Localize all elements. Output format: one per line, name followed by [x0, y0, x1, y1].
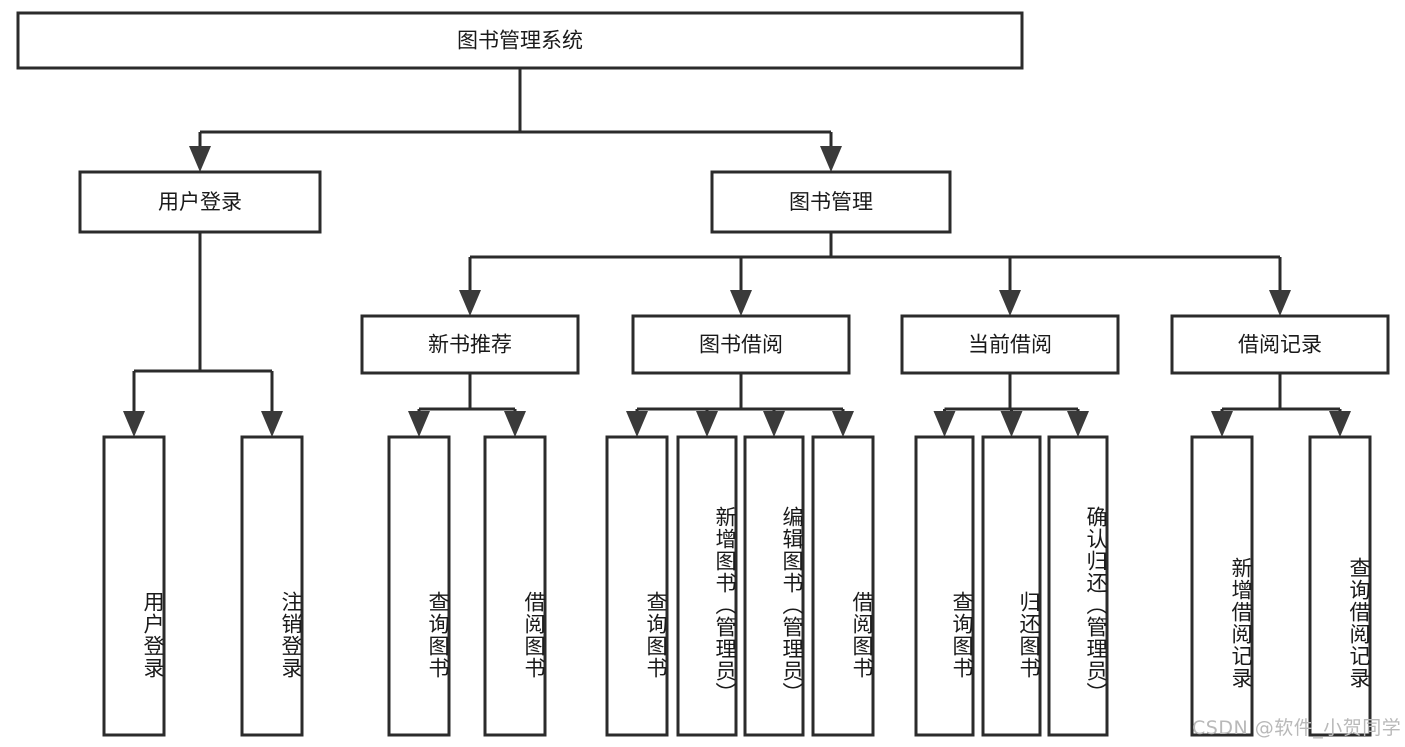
node-box-leaf-user-login[interactable] — [102, 435, 166, 737]
arrow-head-icon — [1000, 411, 1023, 437]
arrow-head-icon — [730, 290, 752, 316]
arrow-head-icon — [1269, 290, 1291, 316]
arrow-head-icon — [123, 411, 145, 437]
node-box-book-borrow[interactable] — [631, 314, 851, 375]
arrow-head-icon — [1329, 411, 1351, 437]
arrow-head-icon — [999, 290, 1021, 316]
node-label-new-book-recommend: 新书推荐 — [428, 333, 512, 357]
boxes-layer — [16, 11, 1390, 737]
node-box-user-login[interactable] — [78, 170, 322, 234]
arrow-head-icon — [626, 411, 648, 437]
node-label-book-manage: 图书管理 — [789, 190, 873, 214]
arrow-head-icon — [504, 411, 526, 437]
node-box-leaf-query-book-1[interactable] — [387, 435, 451, 737]
node-box-leaf-user-logout[interactable] — [240, 435, 304, 737]
node-box-leaf-add-book[interactable] — [676, 435, 738, 737]
arrow-head-icon — [1211, 411, 1233, 437]
node-box-book-manage[interactable] — [710, 170, 952, 234]
node-label-user-login: 用户登录 — [158, 190, 242, 214]
node-box-leaf-confirm-return[interactable] — [1047, 435, 1109, 737]
node-box-leaf-return-book[interactable] — [981, 435, 1042, 737]
arrow-head-icon — [832, 411, 854, 437]
node-box-leaf-query-record[interactable] — [1308, 435, 1372, 737]
node-box-leaf-query-book-2[interactable] — [605, 435, 669, 737]
arrow-head-icon — [261, 411, 283, 437]
arrow-head-icon — [408, 411, 430, 437]
node-box-leaf-add-record[interactable] — [1190, 435, 1254, 737]
node-label-root: 图书管理系统 — [457, 29, 583, 53]
arrow-head-icon — [1067, 411, 1089, 437]
arrow-head-icon — [696, 411, 718, 437]
arrow-head-icon — [933, 411, 956, 437]
arrow-head-icon — [763, 411, 785, 437]
node-label-current-borrow: 当前借阅 — [968, 333, 1052, 357]
arrow-head-icon — [189, 146, 211, 172]
node-box-root[interactable] — [16, 11, 1024, 70]
arrow-head-icon — [820, 146, 842, 172]
node-box-borrow-record[interactable] — [1170, 314, 1390, 375]
node-box-leaf-borrow-book-2[interactable] — [811, 435, 875, 737]
node-box-leaf-borrow-book-1[interactable] — [483, 435, 547, 737]
node-label-book-borrow: 图书借阅 — [699, 333, 783, 357]
node-box-leaf-edit-book[interactable] — [743, 435, 805, 737]
watermark-text: CSDN @软件_小贺同学 — [1192, 717, 1402, 739]
node-label-borrow-record: 借阅记录 — [1238, 333, 1322, 357]
node-box-new-book-recommend[interactable] — [360, 314, 580, 375]
connectors-layer — [123, 68, 1351, 437]
arrow-head-icon — [459, 290, 481, 316]
node-box-current-borrow[interactable] — [900, 314, 1120, 375]
node-box-leaf-query-book-3[interactable] — [914, 435, 975, 737]
